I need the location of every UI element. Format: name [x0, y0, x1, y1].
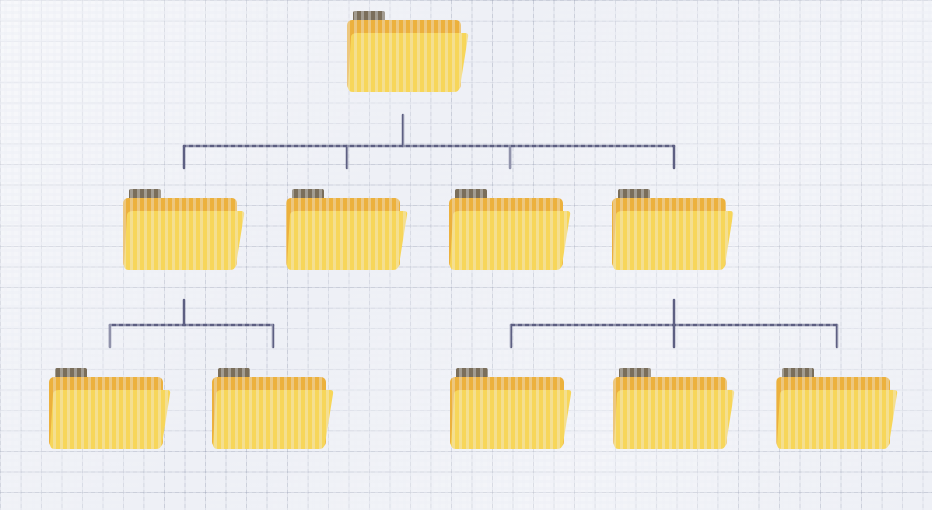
folder-icon — [286, 189, 408, 270]
folder-level1-c[interactable] — [449, 189, 571, 270]
folder-icon — [450, 368, 572, 449]
folder-level1-a[interactable] — [123, 189, 245, 270]
folder-level2-d2[interactable] — [613, 368, 735, 449]
folder-icon — [613, 368, 735, 449]
folder-level1-b[interactable] — [286, 189, 408, 270]
folder-level2-a2[interactable] — [212, 368, 334, 449]
folder-root[interactable] — [347, 11, 469, 92]
folder-icon — [449, 189, 571, 270]
folder-icon — [347, 11, 469, 92]
folder-icon — [776, 368, 898, 449]
folder-level2-d3[interactable] — [776, 368, 898, 449]
folder-icon — [123, 189, 245, 270]
folder-level2-a1[interactable] — [49, 368, 171, 449]
folder-icon — [212, 368, 334, 449]
folder-icon — [612, 189, 734, 270]
folder-icon — [49, 368, 171, 449]
connectors — [108, 113, 839, 349]
folder-level1-d[interactable] — [612, 189, 734, 270]
folder-level2-d1[interactable] — [450, 368, 572, 449]
